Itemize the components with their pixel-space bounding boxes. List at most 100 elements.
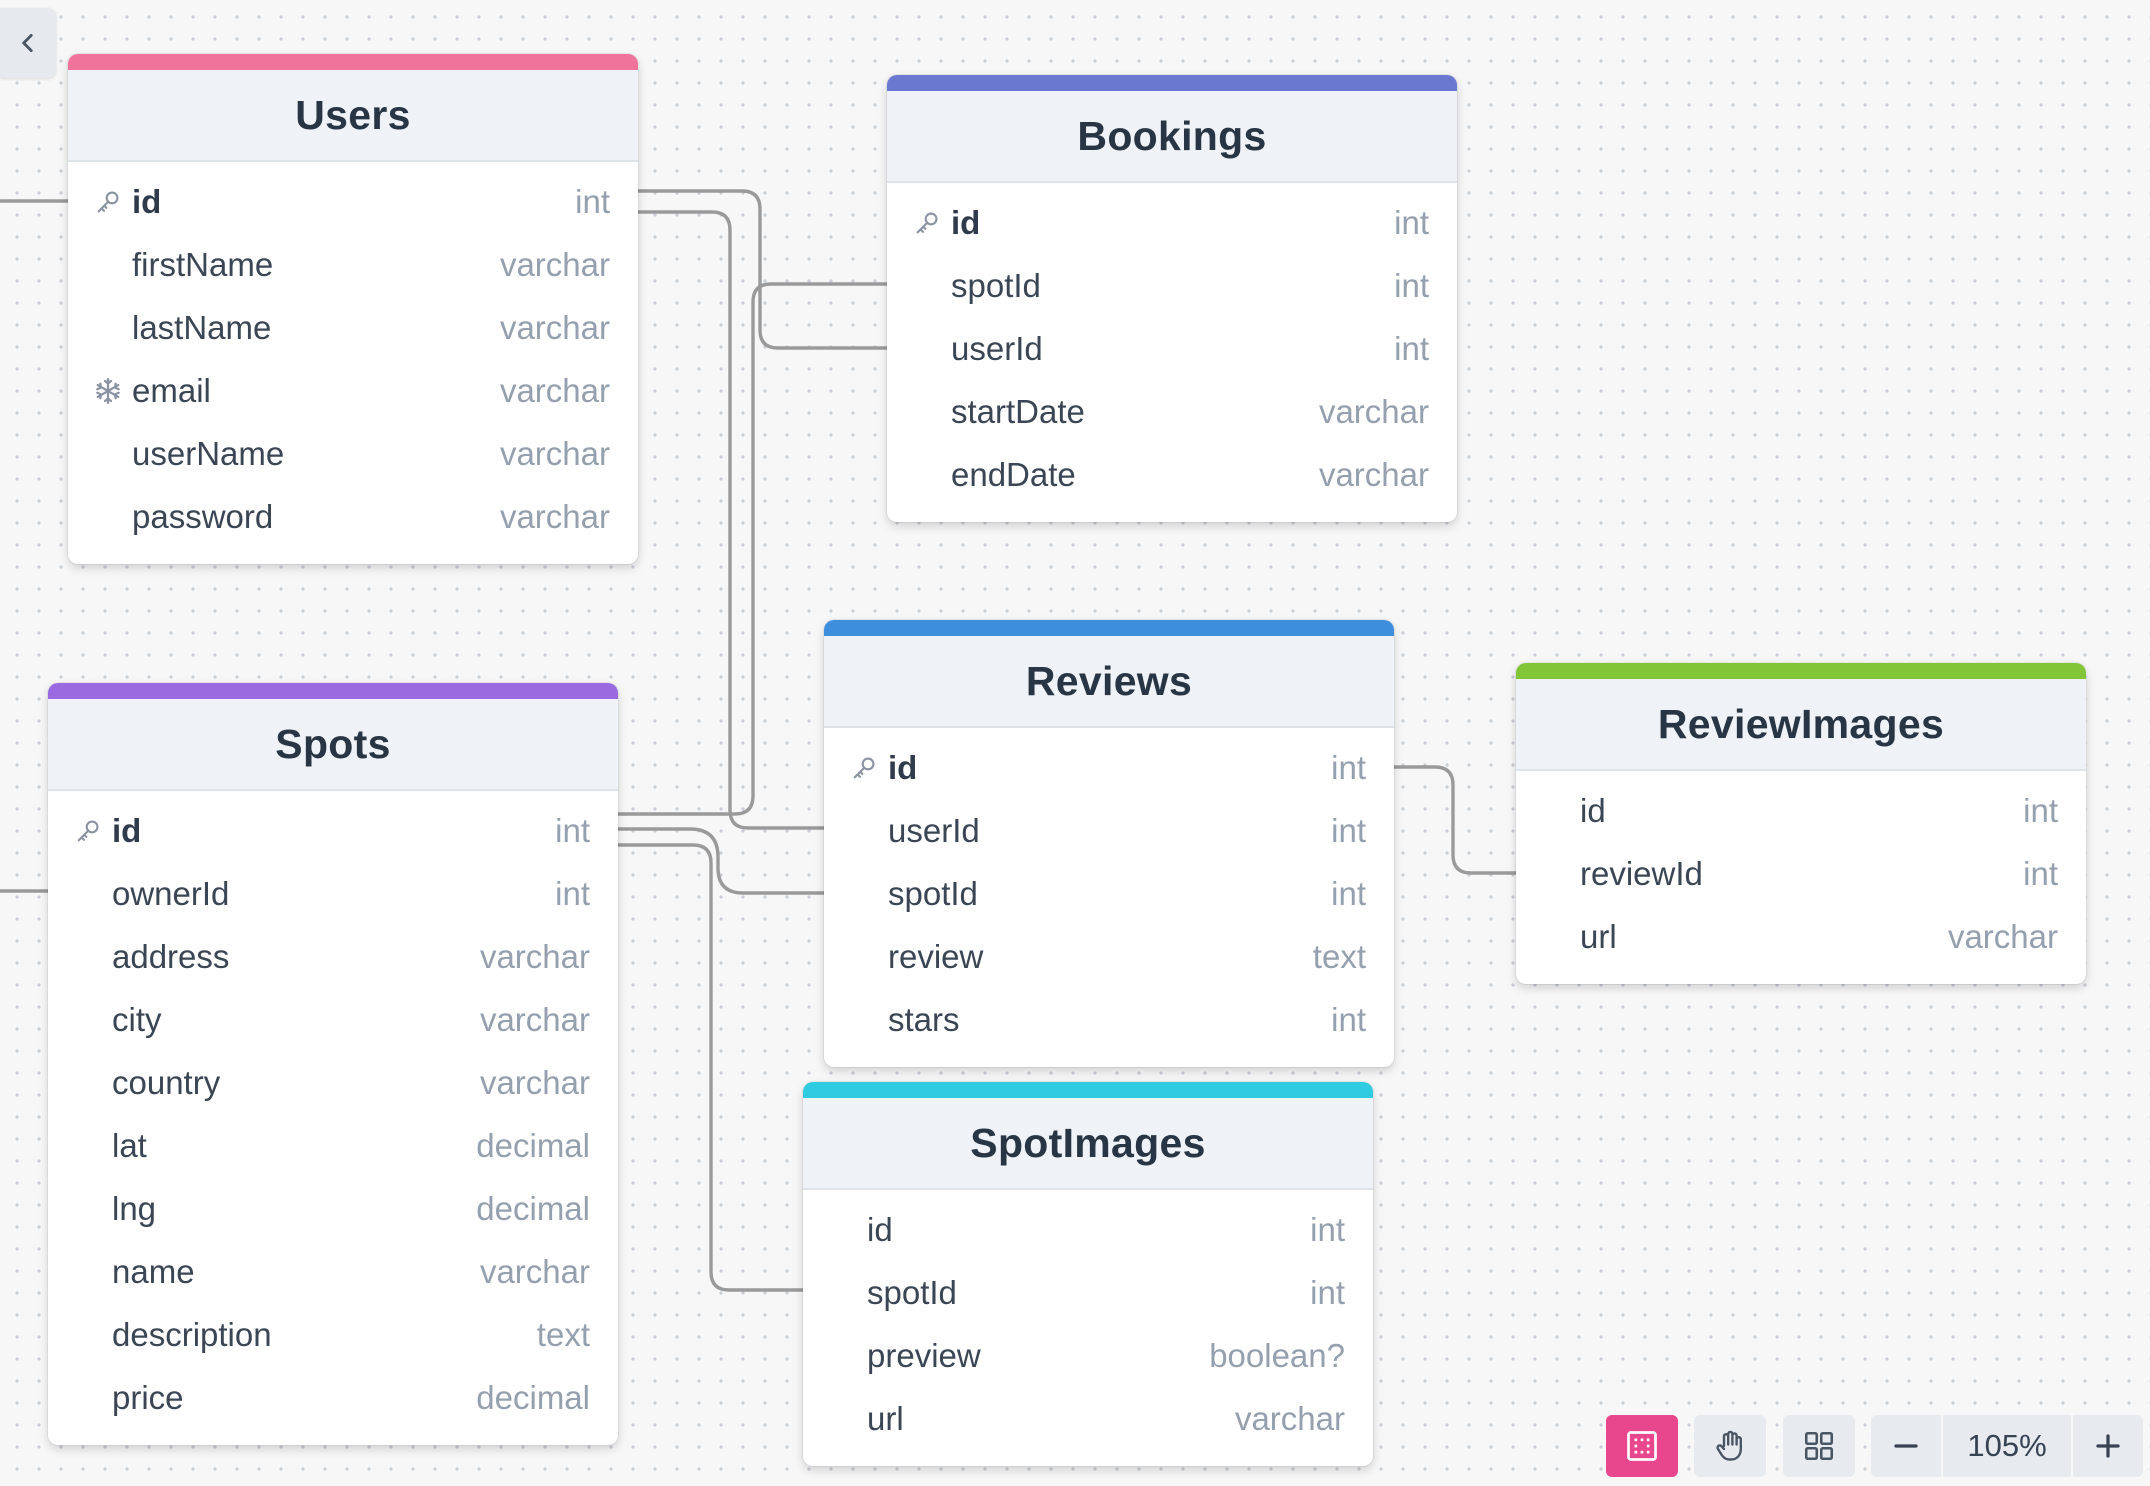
grid-icon — [1804, 1431, 1834, 1461]
column-type: varchar — [1234, 1399, 1345, 1437]
minus-icon — [1894, 1444, 1918, 1448]
zoom-out-button[interactable] — [1871, 1415, 1941, 1477]
table-header[interactable]: SpotImages — [803, 1098, 1373, 1190]
column-name: stars — [888, 1000, 960, 1038]
table-title: SpotImages — [970, 1119, 1206, 1166]
relation-spots-spotimages-spotid — [616, 843, 803, 1292]
column-icon-placeholder — [70, 1065, 106, 1101]
column-icon-placeholder — [1538, 919, 1574, 955]
column-icon-placeholder — [70, 1128, 106, 1164]
key-icon — [909, 205, 945, 241]
column-name: password — [132, 497, 274, 535]
column-type: int — [575, 182, 610, 220]
table-header[interactable]: Spots — [48, 699, 618, 791]
table-header[interactable]: ReviewImages — [1516, 679, 2086, 771]
collapse-sidebar-button[interactable] — [0, 8, 56, 78]
column-type: decimal — [476, 1126, 590, 1164]
column-name: name — [112, 1252, 195, 1290]
column-type: text — [536, 1315, 590, 1353]
column-type: int — [1331, 1000, 1366, 1038]
pan-tool-button[interactable] — [1694, 1415, 1766, 1477]
column-name: email — [132, 371, 211, 409]
snowflake-icon — [90, 373, 126, 409]
column-type: int — [555, 811, 590, 849]
table-accent-bar — [1516, 663, 2086, 679]
column-row[interactable]: userId int — [887, 317, 1457, 380]
zoom-in-button[interactable] — [2073, 1415, 2143, 1477]
column-type: int — [1310, 1210, 1345, 1248]
column-type: varchar — [1947, 917, 2058, 955]
column-row[interactable]: stars int — [824, 988, 1394, 1051]
column-name: spotId — [867, 1273, 957, 1311]
table-header[interactable]: Users — [68, 70, 638, 162]
column-icon-placeholder — [825, 1212, 861, 1248]
table-accent-bar — [803, 1082, 1373, 1098]
select-tool-button[interactable] — [1606, 1415, 1678, 1477]
column-icon-placeholder — [909, 457, 945, 493]
column-name: lastName — [132, 308, 272, 346]
column-icon-placeholder — [70, 876, 106, 912]
column-type: int — [1394, 329, 1429, 367]
column-name: firstName — [132, 245, 274, 283]
table-header[interactable]: Reviews — [824, 636, 1394, 728]
column-name: country — [112, 1063, 221, 1101]
layout-grid-button[interactable] — [1783, 1415, 1855, 1477]
column-row[interactable]: password varchar — [68, 485, 638, 548]
column-name: review — [888, 937, 984, 975]
column-icon-placeholder — [825, 1275, 861, 1311]
column-type: int — [1331, 874, 1366, 912]
relation-reviews-reviewimages-reviewid — [1394, 765, 1516, 875]
column-type: varchar — [499, 497, 610, 535]
column-type: int — [1394, 203, 1429, 241]
column-icon-placeholder — [825, 1338, 861, 1374]
column-icon-placeholder — [1538, 793, 1574, 829]
table-title: Users — [295, 91, 411, 138]
column-name: userId — [951, 329, 1043, 367]
column-type: varchar — [479, 1000, 590, 1038]
plus-icon — [2096, 1434, 2120, 1458]
column-icon-placeholder — [70, 939, 106, 975]
table-title: Reviews — [1025, 657, 1193, 704]
table-header[interactable]: Bookings — [887, 91, 1457, 183]
column-icon-placeholder — [70, 1254, 106, 1290]
